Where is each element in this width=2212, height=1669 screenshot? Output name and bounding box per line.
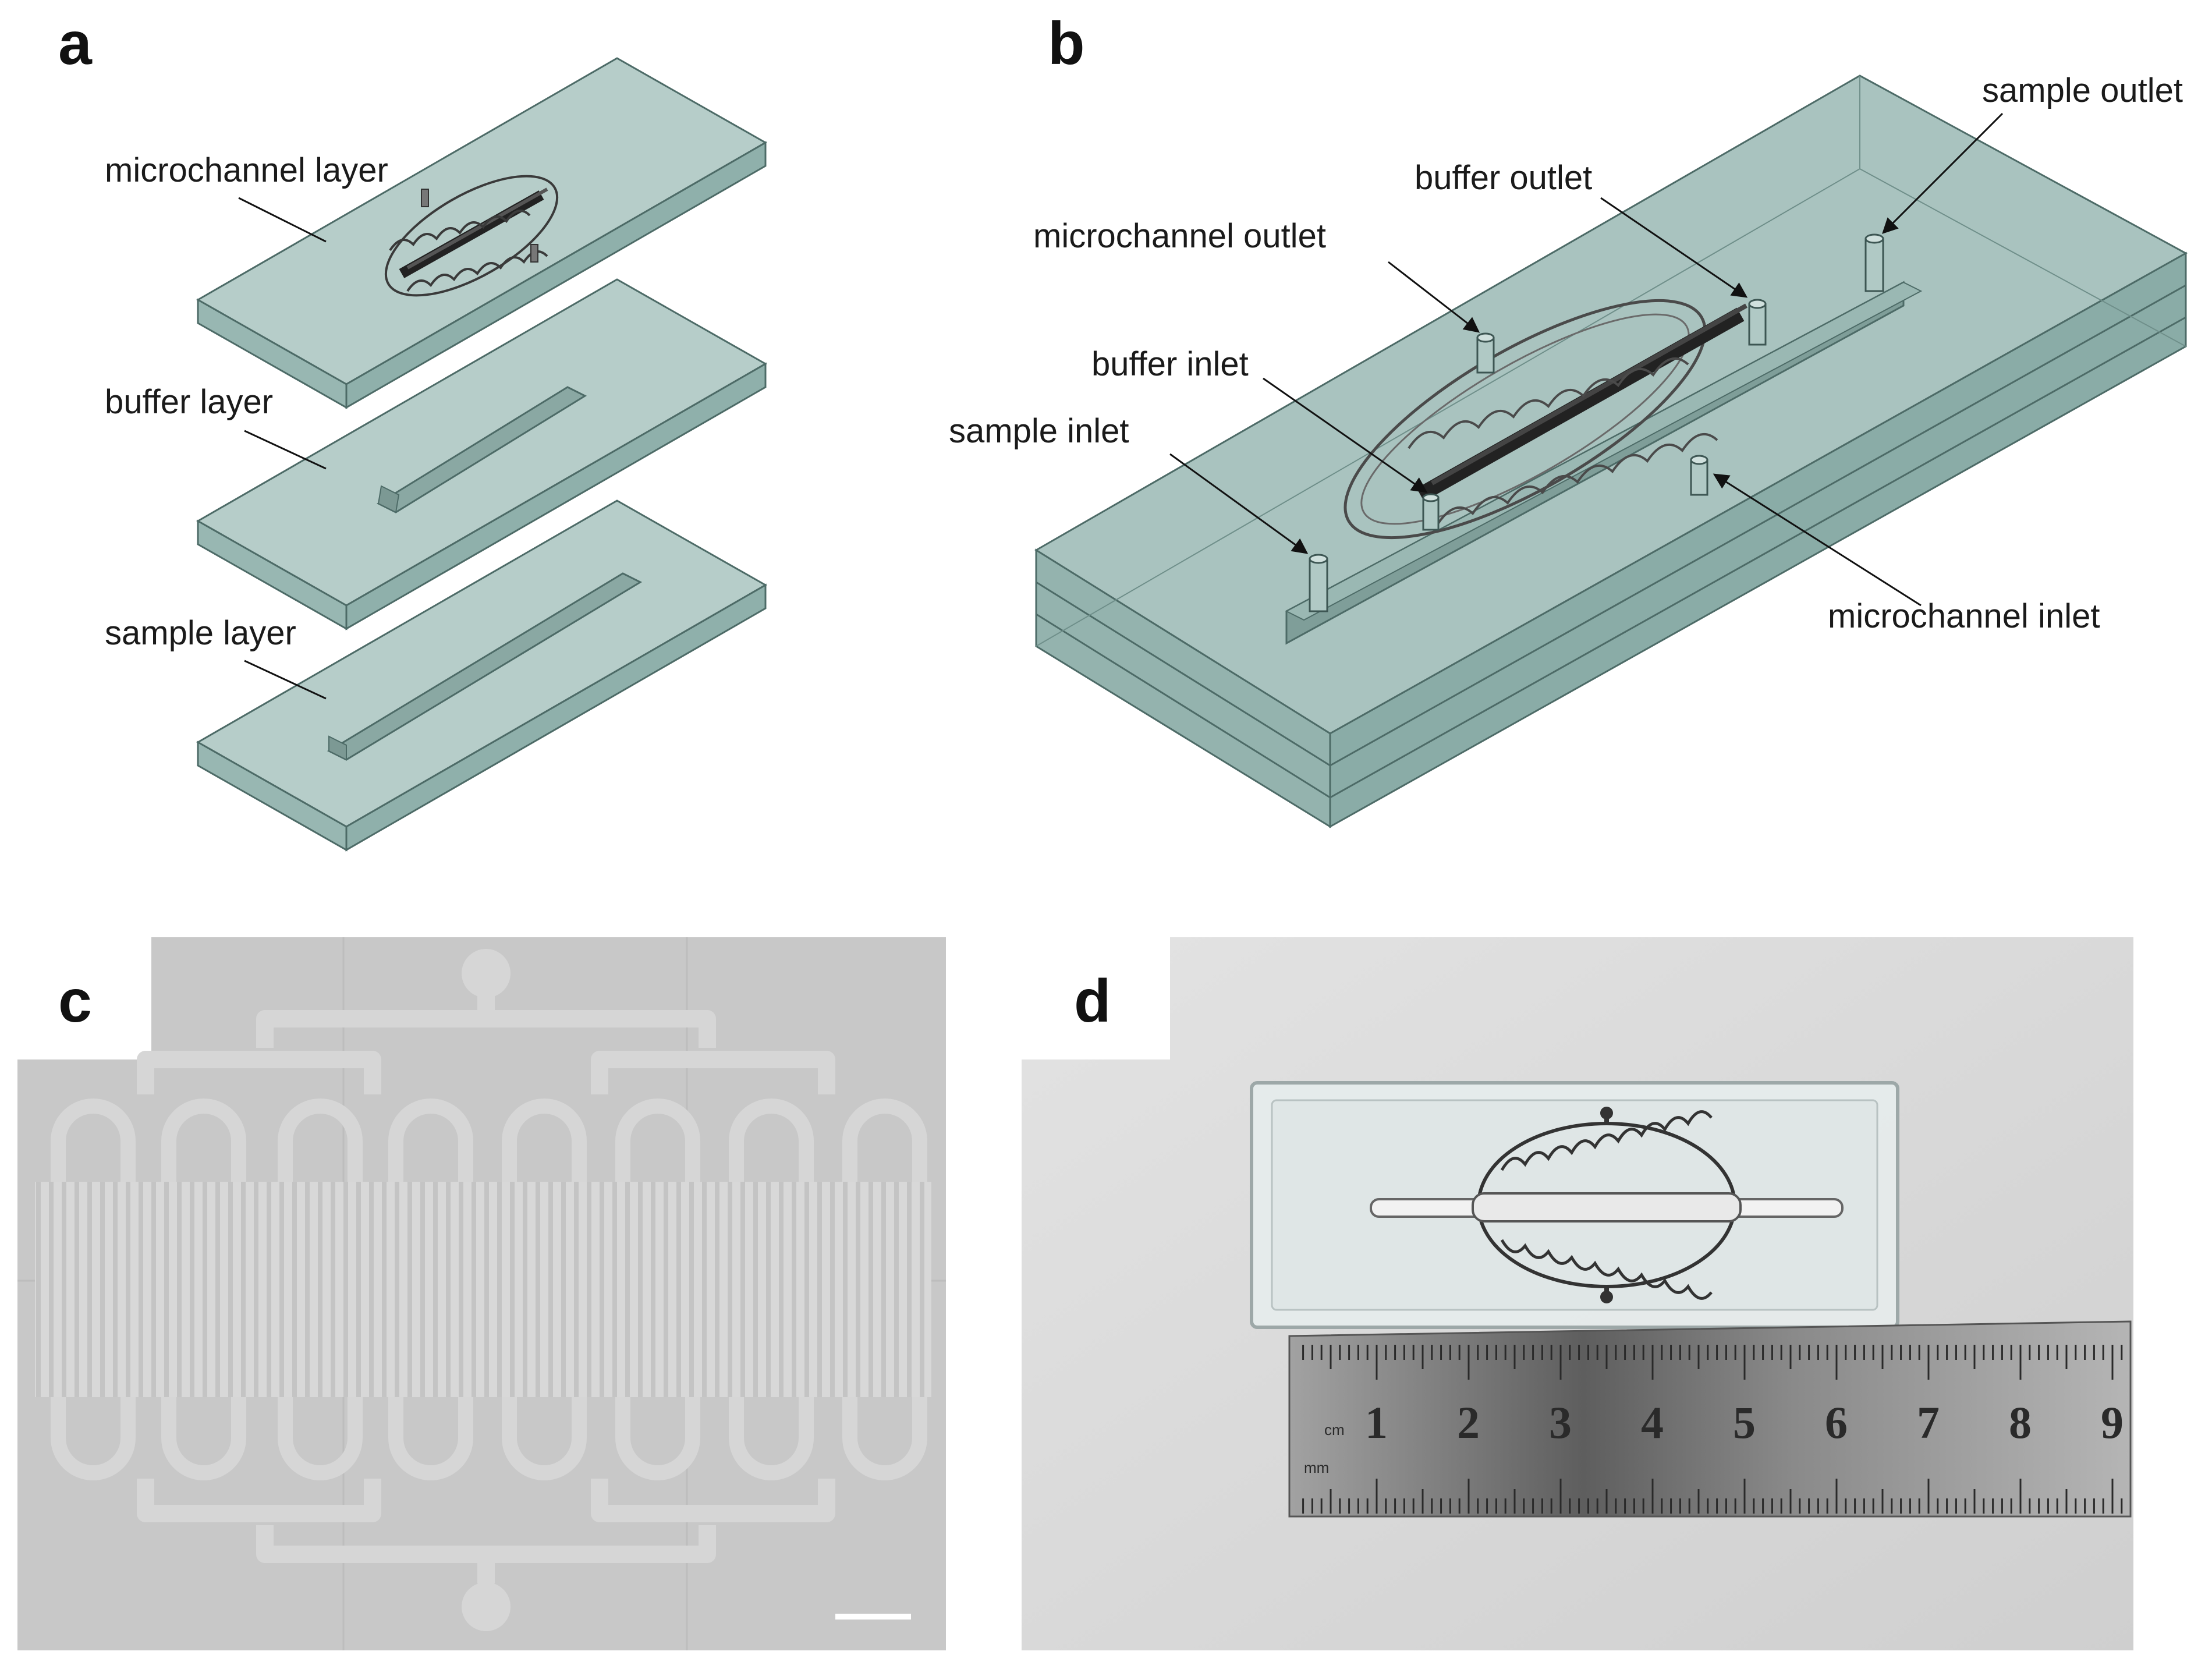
label-sample-outlet: sample outlet: [1982, 72, 2183, 109]
label-microchannel-layer: microchannel layer: [105, 151, 388, 189]
ruler-number: 2: [1457, 1397, 1480, 1448]
top-loops: [51, 1099, 927, 1182]
ruler-number: 6: [1825, 1397, 1848, 1448]
top-distribution-tree: [137, 990, 835, 1094]
buffer-layer-slab: [196, 278, 768, 630]
bottom-distribution-tree: [137, 1479, 835, 1583]
panel-d-letter: d: [1074, 968, 1111, 1035]
port-microchannel-outlet: [1476, 332, 1495, 374]
arrow-microchannel-inlet: [1713, 473, 1922, 607]
port-buffer-inlet: [1422, 493, 1440, 531]
arrow-sample-outlet: [1882, 112, 2004, 234]
label-microchannel-inlet: microchannel inlet: [1828, 597, 2100, 635]
ruler-number: 1: [1365, 1397, 1388, 1448]
microchannel-layer-slab: [196, 57, 768, 409]
label-buffer-inlet: buffer inlet: [1091, 345, 1249, 383]
panel-b: b: [949, 10, 2188, 828]
port-microchannel-inlet: [1690, 455, 1708, 496]
ruler-number: 7: [1917, 1397, 1940, 1448]
leader-microchannel-layer: [238, 197, 327, 243]
panel-c: c: [17, 937, 946, 1650]
arrow-microchannel-outlet: [1388, 261, 1480, 333]
bottom-loops: [51, 1397, 927, 1480]
top-port: [462, 949, 511, 998]
label-buffer-outlet: buffer outlet: [1415, 159, 1592, 197]
port-sample-inlet: [1309, 554, 1328, 612]
port-sample-outlet: [1864, 233, 1884, 292]
panel-b-letter: b: [1048, 10, 1085, 77]
arrow-sample-inlet: [1169, 453, 1309, 554]
panel-c-letter: c: [58, 968, 92, 1035]
ruler-number: 4: [1641, 1397, 1664, 1448]
label-microchannel-outlet: microchannel outlet: [1033, 217, 1326, 255]
panel-a-letter: a: [58, 10, 93, 77]
arrow-buffer-outlet: [1600, 197, 1748, 298]
bottom-port: [462, 1582, 511, 1631]
parallel-channel-array: [35, 1182, 931, 1397]
ruler-mm-label: mm: [1304, 1459, 1329, 1476]
steel-ruler: cm mm 1 2 3 4 5 6 7 8 9: [1288, 1320, 2132, 1518]
panel-a: a: [58, 10, 768, 852]
ruler-cm-label: cm: [1324, 1421, 1345, 1438]
microchannel-network-3d: [1343, 299, 1747, 540]
leader-buffer-layer: [244, 430, 327, 470]
arrow-buffer-inlet: [1263, 377, 1428, 493]
label-sample-inlet: sample inlet: [949, 412, 1129, 450]
assembled-chip: [1034, 75, 2188, 828]
pdms-chip: [1250, 1081, 1899, 1329]
port-buffer-outlet: [1748, 299, 1767, 346]
label-sample-layer: sample layer: [105, 614, 296, 652]
sample-layer-slab: [196, 499, 768, 852]
label-buffer-layer: buffer layer: [105, 383, 273, 421]
panel-d: cm mm 1 2 3 4 5 6 7 8 9 d: [1022, 937, 2133, 1650]
ruler-number: 9: [2101, 1397, 2124, 1448]
ruler-number: 8: [2009, 1397, 2032, 1448]
leader-sample-layer: [244, 660, 327, 700]
ruler-number: 5: [1733, 1397, 1756, 1448]
ruler-number: 3: [1549, 1397, 1572, 1448]
scale-bar: [835, 1614, 911, 1620]
microchannel-network: [384, 175, 559, 297]
